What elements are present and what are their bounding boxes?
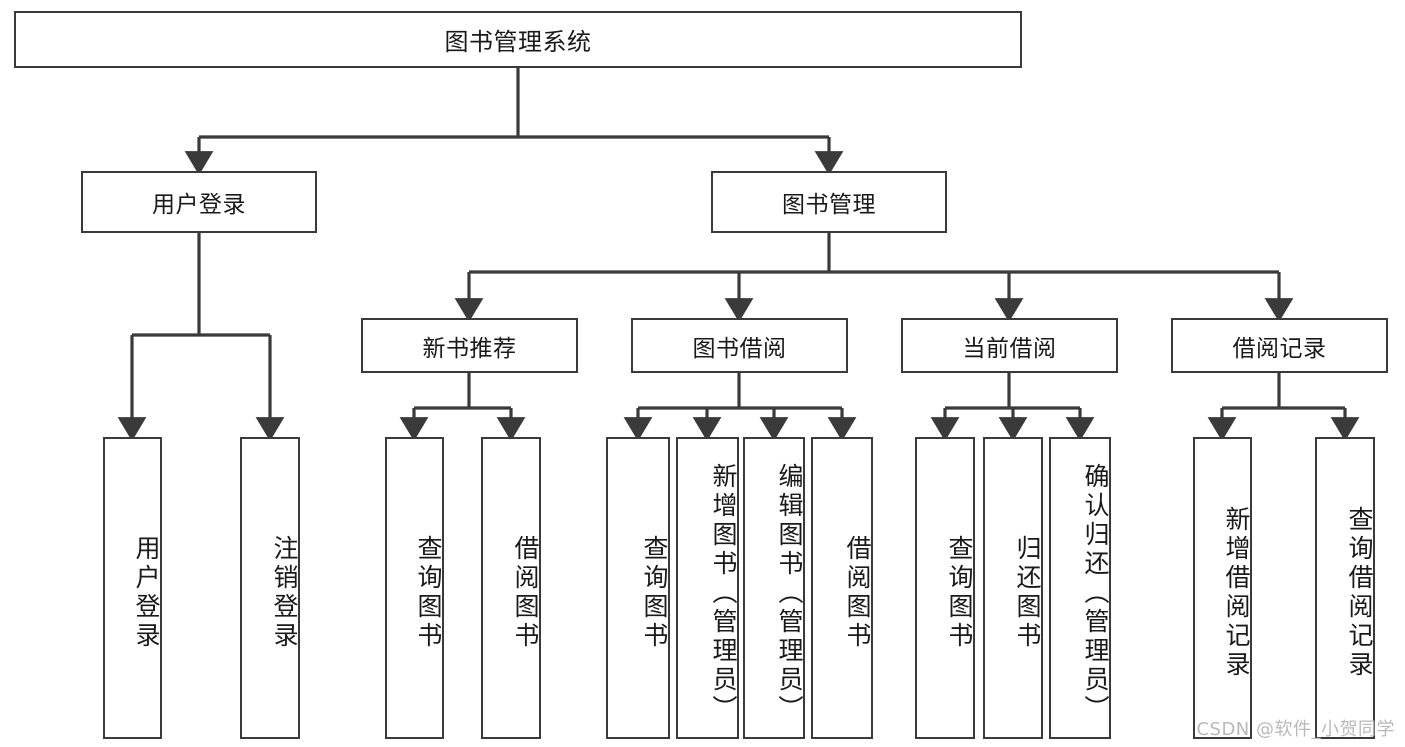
node-leaf-query-book-3-label: 查询图书 xyxy=(945,535,974,651)
node-root-label: 图书管理系统 xyxy=(444,28,592,56)
node-book-manage-label: 图书管理 xyxy=(782,192,876,218)
node-leaf-confirm-return[interactable]: 确认归还（管理员） xyxy=(1049,437,1111,739)
node-user-login[interactable]: 用户登录 xyxy=(81,171,317,233)
node-leaf-query-book-2-label: 查询图书 xyxy=(640,535,669,651)
node-leaf-borrow-book-1[interactable]: 借阅图书 xyxy=(481,437,541,739)
node-current-borrow[interactable]: 当前借阅 xyxy=(901,318,1118,373)
node-user-login-label: 用户登录 xyxy=(152,192,246,218)
node-current-borrow-label: 当前借阅 xyxy=(962,335,1057,362)
node-book-borrow-label: 图书借阅 xyxy=(692,335,787,362)
node-root-system[interactable]: 图书管理系统 xyxy=(14,11,1022,68)
node-leaf-logout-login[interactable]: 注销登录 xyxy=(240,437,300,739)
node-leaf-borrow-book-2[interactable]: 借阅图书 xyxy=(811,437,873,739)
node-leaf-query-borrow-record-label: 查询借阅记录 xyxy=(1345,506,1374,680)
node-leaf-query-book-2[interactable]: 查询图书 xyxy=(606,437,670,739)
node-leaf-return-book-label: 归还图书 xyxy=(1013,535,1042,651)
node-leaf-confirm-return-label: 确认归还（管理员） xyxy=(1081,462,1110,724)
node-leaf-query-borrow-record[interactable]: 查询借阅记录 xyxy=(1315,437,1375,739)
node-leaf-add-borrow-record[interactable]: 新增借阅记录 xyxy=(1193,437,1252,739)
node-book-borrow[interactable]: 图书借阅 xyxy=(631,318,848,373)
node-leaf-query-book-3[interactable]: 查询图书 xyxy=(915,437,975,739)
node-leaf-user-login-label: 用户登录 xyxy=(132,535,161,651)
node-leaf-add-borrow-record-label: 新增借阅记录 xyxy=(1222,506,1251,680)
node-leaf-borrow-book-1-label: 借阅图书 xyxy=(511,535,540,651)
node-leaf-query-book-1-label: 查询图书 xyxy=(414,535,443,651)
node-leaf-return-book[interactable]: 归还图书 xyxy=(983,437,1043,739)
node-leaf-edit-book[interactable]: 编辑图书（管理员） xyxy=(743,437,805,739)
node-leaf-user-login[interactable]: 用户登录 xyxy=(103,437,162,739)
node-leaf-logout-login-label: 注销登录 xyxy=(270,535,299,651)
node-new-book-recommend[interactable]: 新书推荐 xyxy=(361,318,578,373)
node-leaf-borrow-book-2-label: 借阅图书 xyxy=(843,535,872,651)
node-leaf-add-book[interactable]: 新增图书（管理员） xyxy=(676,437,739,739)
node-borrow-record[interactable]: 借阅记录 xyxy=(1171,318,1388,373)
node-new-book-recommend-label: 新书推荐 xyxy=(422,335,517,362)
csdn-watermark: CSDN @软件_小贺同学 xyxy=(1196,719,1395,740)
node-borrow-record-label: 借阅记录 xyxy=(1232,335,1327,362)
node-leaf-add-book-label: 新增图书（管理员） xyxy=(709,462,738,724)
node-leaf-edit-book-label: 编辑图书（管理员） xyxy=(775,462,804,724)
node-leaf-query-book-1[interactable]: 查询图书 xyxy=(385,437,444,739)
node-book-manage[interactable]: 图书管理 xyxy=(711,171,947,233)
